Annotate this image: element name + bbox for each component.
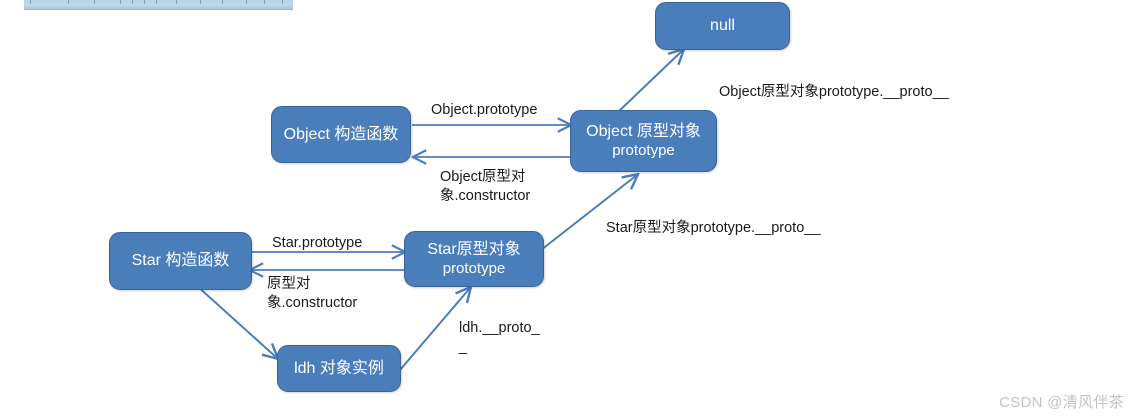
node-object-constructor-label: Object 构造函数 [283,125,399,143]
node-object-constructor[interactable]: Object 构造函数 [271,106,411,163]
edge-label-ldh-proto: ldh.__proto_ _ [459,320,540,356]
node-star-constructor-label: Star 构造函数 [131,252,230,270]
node-star-prototype-label: Star原型对象 [427,241,521,259]
node-ldh-instance[interactable]: ldh 对象实例 [277,345,401,392]
edge-label-object-prototype: Object.prototype [431,102,538,118]
node-object-prototype-sublabel: prototype [612,141,675,159]
edge-label-star-proto-proto: Star原型对象prototype.__proto__ [606,220,821,236]
node-star-constructor[interactable]: Star 构造函数 [109,232,252,290]
edge-label-object-proto-constructor: Object原型对 象.constructor [440,169,531,205]
node-null[interactable]: null [655,2,790,50]
node-star-prototype-sublabel: prototype [442,259,506,277]
node-ldh-instance-label: ldh 对象实例 [294,359,384,377]
edge-starctor-to-ldh [195,284,277,358]
edge-label-star-prototype: Star.prototype [272,235,363,251]
cropped-toolbar-strip [24,0,293,10]
edge-label-star-proto-constructor: 原型对 象.constructor [267,276,358,312]
node-object-prototype-label: Object 原型对象 [586,123,701,141]
edge-ldh-to-starproto [399,288,470,371]
node-null-label: null [710,17,735,35]
csdn-watermark: CSDN @清风伴茶 [999,394,1124,411]
edge-starproto-to-objectproto [540,175,637,251]
edge-label-object-proto-proto: Object原型对象prototype.__proto__ [719,84,949,100]
edge-objectproto-to-null [617,50,683,113]
node-object-prototype[interactable]: Object 原型对象 prototype [570,110,717,172]
node-star-prototype[interactable]: Star原型对象 prototype [404,231,544,287]
